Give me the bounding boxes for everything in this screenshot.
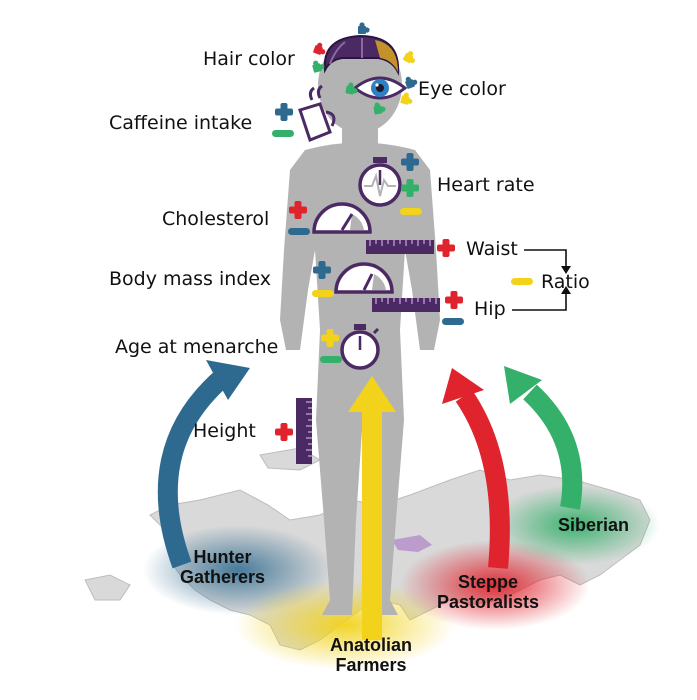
label-ratio: Ratio (541, 271, 590, 293)
label-siberian: Siberian (558, 515, 630, 535)
puzzle-piece-icon-1 (312, 41, 328, 57)
label-steppe-pastoralists: Steppe Pastoralists (437, 572, 540, 613)
anatolian-line-2: Farmers (335, 654, 407, 675)
siberian-region (490, 485, 660, 565)
puzzle-piece-icon-4 (402, 49, 419, 66)
gauge-icon-cholesterol (312, 202, 372, 234)
hip-plus-icon (445, 291, 463, 309)
anatolian-farmers-region (235, 580, 455, 670)
caffeine-plus-icon (275, 103, 293, 121)
puzzle-piece-icon-3 (358, 22, 370, 34)
ratio-arrowheads (561, 266, 571, 294)
cholesterol-minus-icon (288, 228, 310, 235)
coffee-cup-icon (298, 84, 336, 142)
label-hair-color: Hair color (203, 48, 295, 70)
label-waist: Waist (466, 238, 518, 260)
hunter-line-2: Gatherers (180, 566, 266, 587)
label-height: Height (193, 420, 256, 442)
steppe-line-1: Steppe (458, 572, 519, 592)
heart-rate-minus-icon (400, 208, 422, 215)
steppe-pastoralists-arrow (442, 368, 510, 569)
ruler-icon-height (296, 398, 312, 464)
ratio-connector-arrows (512, 249, 567, 311)
menarche-minus-icon (320, 356, 342, 363)
label-cholesterol: Cholesterol (162, 208, 270, 230)
label-anatolian-farmers: Anatolian Farmers (330, 635, 413, 676)
label-body-mass-index: Body mass index (109, 268, 271, 290)
steppe-pastoralists-region (400, 540, 590, 630)
ruler-icon-hip (372, 298, 440, 312)
ratio-minus-icon (511, 278, 533, 285)
label-eye-color: Eye color (418, 78, 506, 100)
label-hunter-gatherers: Hunter Gatherers (180, 547, 266, 588)
waist-plus-icon (437, 239, 455, 257)
label-heart-rate: Heart rate (437, 174, 535, 196)
bmi-minus-icon (312, 290, 334, 297)
siberian-arrow (504, 366, 583, 510)
label-hip: Hip (474, 298, 506, 320)
hair-icon (323, 34, 400, 76)
label-caffeine-intake: Caffeine intake (109, 112, 253, 134)
map-detail-purple (392, 535, 432, 552)
hip-minus-icon (442, 318, 464, 325)
caffeine-minus-icon (272, 130, 294, 137)
hunter-gatherers-arrow (157, 360, 250, 569)
steppe-line-2: Pastoralists (437, 591, 540, 612)
puzzle-piece-icon-7 (400, 91, 415, 106)
label-age-at-menarche: Age at menarche (115, 336, 279, 358)
stopwatch-icon-heart-rate (358, 157, 402, 207)
anatolian-farmers-arrow (348, 376, 396, 640)
stopwatch-icon-menarche (340, 324, 380, 370)
height-plus-icon (275, 423, 293, 441)
gauge-icon-bmi (334, 262, 394, 294)
eye-icon (352, 76, 408, 100)
anatolian-line-1: Anatolian (330, 635, 413, 655)
ruler-icon-waist (366, 240, 434, 254)
hunter-line-1: Hunter (193, 547, 252, 567)
